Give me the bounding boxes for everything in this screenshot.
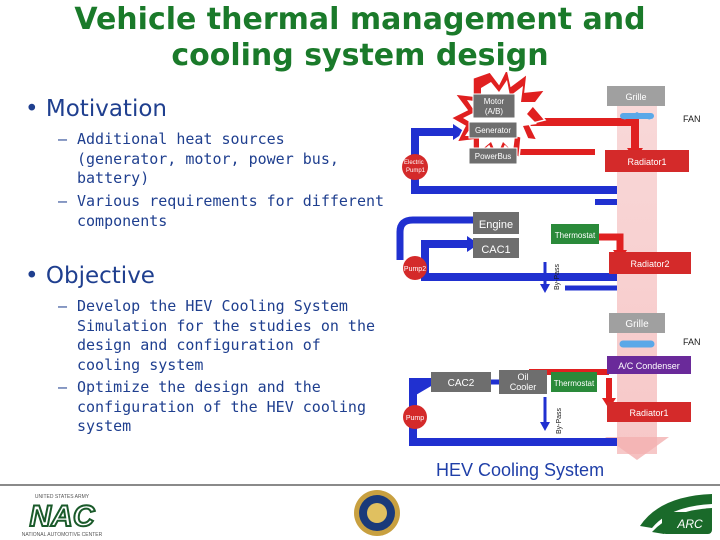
diagram-caption: HEV Cooling System <box>436 460 605 480</box>
dash-mark: – <box>58 378 68 396</box>
radiator1-top <box>605 150 689 172</box>
grille-top <box>607 86 665 106</box>
sub-bullet: – Optimize the design and the configurat… <box>58 378 366 437</box>
radiator1-bottom <box>607 402 691 422</box>
dash-mark: – <box>58 297 68 315</box>
arc-logo-text: ARC <box>676 517 703 531</box>
top-circuit: Electric Pump1 Motor (A/B) Generator Pow… <box>396 72 701 293</box>
nac-logo-text: NAC <box>30 500 96 533</box>
seal-logo <box>354 490 400 536</box>
bullet-motivation: • Motivation <box>25 96 167 122</box>
electric-pump-label: Electric <box>404 160 424 166</box>
sub-line: Develop the HEV Cooling System <box>77 297 348 315</box>
hot-pipe <box>507 118 639 152</box>
pump2 <box>403 256 427 280</box>
oil-cooler-box <box>499 370 547 394</box>
electric-pump <box>402 154 428 180</box>
sub-bullet: – Additional heat sources (generator, mo… <box>58 130 339 189</box>
oil-cooler-label: Oil <box>518 372 529 382</box>
cac2-label: CAC2 <box>448 378 475 389</box>
flow-arrow <box>453 124 465 140</box>
generator-label: Generator <box>475 126 511 135</box>
pump2-label: Pump2 <box>404 266 426 273</box>
cooling-system-diagram: Electric Pump1 Motor (A/B) Generator Pow… <box>396 72 701 460</box>
motor-label: Motor <box>484 97 505 106</box>
thermostat-top <box>551 224 599 244</box>
bullet-heading: Objective <box>45 263 155 289</box>
sub-line: components <box>77 211 168 230</box>
bullet-dot: • <box>25 96 39 122</box>
grille-bottom <box>609 313 665 333</box>
radiator1-label: Radiator1 <box>629 408 668 418</box>
sub-line: configuration of the HEV cooling <box>77 397 366 416</box>
title-line-2: cooling system design <box>171 38 549 73</box>
arc-swoosh <box>640 494 712 528</box>
bullet-objective: • Objective <box>25 263 155 289</box>
cac1-box <box>473 238 519 258</box>
flow-arrow <box>540 422 550 431</box>
bypass-label: By-Pass <box>554 263 561 290</box>
title-line-1: Vehicle thermal management and <box>74 2 646 37</box>
dash-mark: – <box>58 130 68 148</box>
sub-line: cooling system <box>77 355 204 374</box>
pump <box>403 405 427 429</box>
bullet-dot: • <box>25 263 39 289</box>
seal-center <box>367 503 387 523</box>
sub-bullet: – Develop the HEV Cooling System Simulat… <box>58 297 375 375</box>
ac-condenser <box>607 356 691 374</box>
cold-pipe <box>421 240 617 281</box>
cac2-box <box>431 372 491 392</box>
sub-bullet: – Various requirements for different com… <box>58 192 384 231</box>
radiator2-label: Radiator2 <box>630 259 669 269</box>
powerbus-label: PowerBus <box>475 152 511 161</box>
thermostat-bottom <box>551 372 597 392</box>
slide-title: Vehicle thermal management and cooling s… <box>20 2 700 74</box>
bypass-label: By-Pass <box>556 407 563 434</box>
cac1-label: CAC1 <box>481 244 510 256</box>
sub-line: Additional heat sources <box>77 130 285 148</box>
radiator1-label: Radiator1 <box>627 157 666 167</box>
radiator2 <box>609 252 691 274</box>
bottom-circuit: Grille FAN A/C Condenser CAC2 Oil Cooler… <box>403 313 701 446</box>
cold-pipe <box>409 378 433 390</box>
grille-label: Grille <box>625 319 649 330</box>
sub-line: (generator, motor, power bus, <box>77 149 339 168</box>
dash-mark: – <box>58 192 68 210</box>
sub-line: design and configuration of <box>77 336 321 354</box>
fan-label: FAN <box>683 114 701 124</box>
sub-line: Optimize the design and the <box>77 378 321 396</box>
sub-line: battery) <box>77 169 150 187</box>
powerbus-box <box>468 147 518 165</box>
sub-line: Various requirements for different <box>77 192 385 210</box>
nac-logo-bottom-text: NATIONAL AUTOMOTIVE CENTER <box>22 532 103 538</box>
airflow-arrow <box>605 437 669 460</box>
arc-logo: ARC <box>640 494 712 534</box>
sub-line: Simulation for the studies on the <box>77 316 376 335</box>
thermostat-label: Thermostat <box>554 379 595 388</box>
nac-logo-top-text: UNITED STATES ARMY <box>35 494 90 500</box>
motor-label: (A/B) <box>485 107 504 116</box>
flow-arrow <box>540 284 550 293</box>
engine-box <box>473 212 519 234</box>
footer-divider <box>0 484 720 486</box>
generator-box <box>468 121 518 139</box>
thermostat-label: Thermostat <box>555 231 596 240</box>
arc-box <box>662 512 712 534</box>
electric-pump-label: Pump1 <box>406 168 426 174</box>
engine-label: Engine <box>479 219 513 231</box>
grille-label: Grille <box>625 92 646 102</box>
nac-logo: UNITED STATES ARMY NAC NATIONAL AUTOMOTI… <box>22 494 103 538</box>
cold-pipe <box>396 216 475 260</box>
fan-label: FAN <box>683 337 701 347</box>
sub-line: system <box>77 417 132 435</box>
pump-label: Pump <box>406 415 424 422</box>
bullet-heading: Motivation <box>45 96 167 122</box>
footer: UNITED STATES ARMY NAC NATIONAL AUTOMOTI… <box>22 490 712 538</box>
oil-cooler-label: Cooler <box>510 382 537 392</box>
motor-box <box>472 93 516 119</box>
ac-condenser-label: A/C Condenser <box>618 361 680 371</box>
